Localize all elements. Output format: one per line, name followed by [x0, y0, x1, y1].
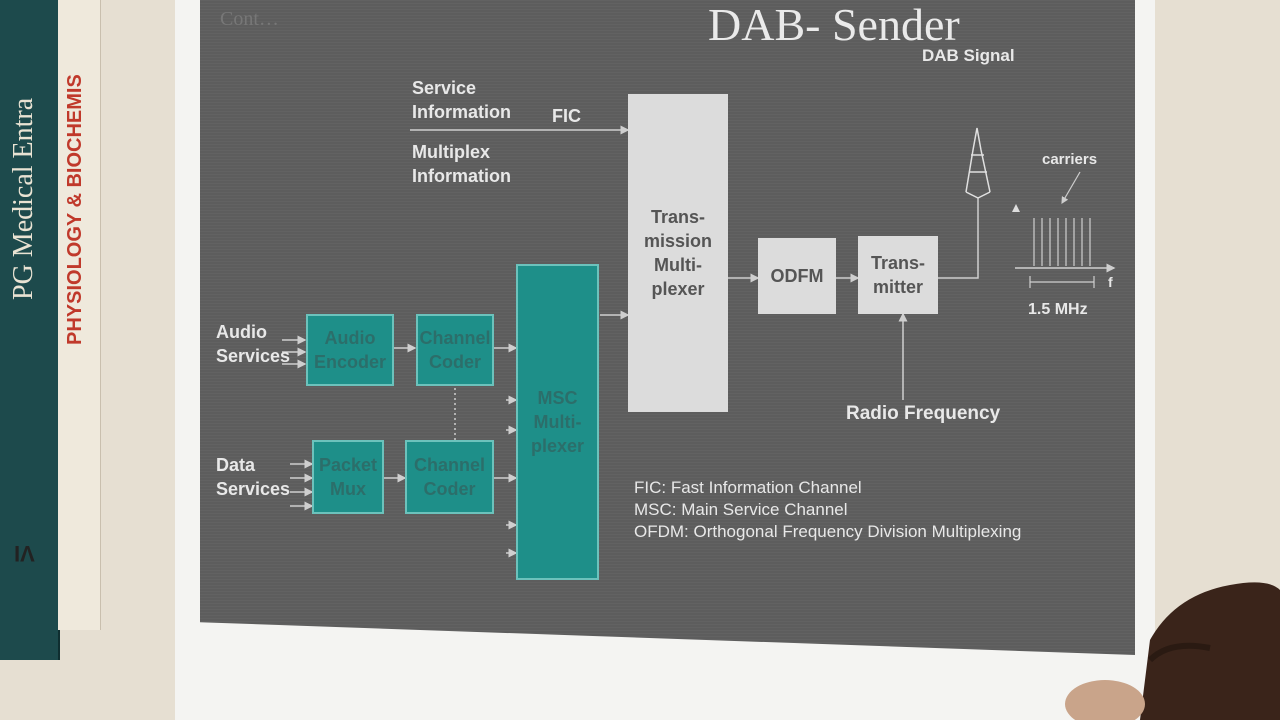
frequency-axis-label: f [1108, 274, 1113, 290]
slide-corner-text: Cont… [220, 8, 279, 30]
transmission-multiplexer-box: Trans- mission Multi- plexer [628, 94, 728, 412]
legend-msc: MSC: Main Service Channel [634, 500, 848, 519]
book-stack: PG Medical Entra PHYSIOLOGY & BIOCHEMIS … [0, 0, 180, 720]
data-services-label: Data Services [216, 455, 291, 499]
slide-title: DAB- Sender [708, 0, 960, 50]
odfm-box: ODFM [758, 238, 836, 314]
transmitter-box: Trans- mitter [858, 236, 938, 314]
dab-signal-label: DAB Signal [922, 46, 1015, 65]
marker-triangle-icon [1012, 204, 1020, 212]
radio-frequency-label: Radio Frequency [846, 403, 1001, 424]
legend-ofdm: OFDM: Orthogonal Frequency Division Mult… [634, 522, 1022, 541]
packet-mux-box: Packet Mux [312, 440, 384, 514]
msc-multiplexer-box: MSC Multi- plexer [516, 264, 599, 580]
carrier-spectrum-icon [1029, 218, 1095, 288]
carriers-label: carriers [1042, 151, 1098, 168]
bandwidth-label: 1.5 MHz [1028, 301, 1088, 318]
audio-encoder-box: Audio Encoder [306, 314, 394, 386]
service-information-label: Service Information [412, 78, 511, 122]
multiplex-information-label: Multiplex Information [412, 142, 511, 186]
transmitter-to-antenna-line [938, 198, 979, 279]
channel-coder-box-1: Channel Coder [416, 314, 494, 386]
legend-fic: FIC: Fast Information Channel [634, 478, 862, 497]
carriers-pointer [1061, 171, 1081, 205]
audio-services-label: Audio Services [216, 322, 291, 366]
channel-coder-box-2: Channel Coder [405, 440, 494, 514]
antenna-icon [965, 127, 991, 199]
fic-label: FIC [552, 106, 581, 126]
book-cream [58, 0, 101, 630]
